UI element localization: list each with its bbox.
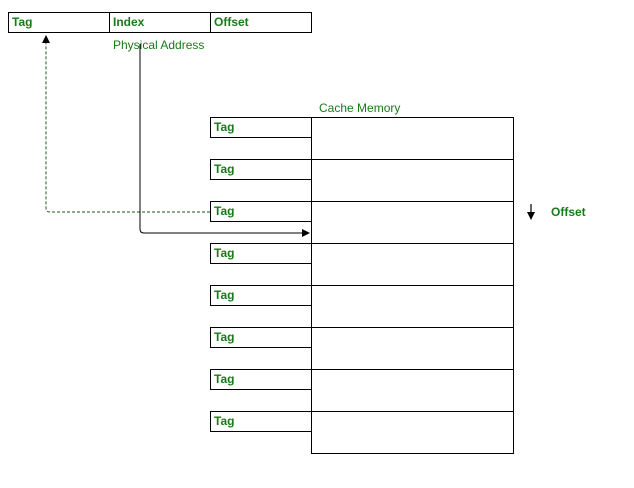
cache-line-data xyxy=(311,117,514,160)
cache-line-tag: Tag xyxy=(210,285,312,306)
cache-line-tag: Tag xyxy=(210,117,312,138)
cache-line-tag: Tag xyxy=(210,243,312,264)
cache-line-tag: Tag xyxy=(210,327,312,348)
tag-compare-dashed-line xyxy=(42,35,210,213)
cache-line-data xyxy=(311,201,514,244)
address-field-offset: Offset xyxy=(210,12,312,33)
index-pointer-line xyxy=(139,44,310,237)
cache-memory-title: Cache Memory xyxy=(319,101,401,115)
cache-line-tag: Tag xyxy=(210,159,312,180)
cache-line-tag: Tag xyxy=(210,369,312,390)
offset-label: Offset xyxy=(551,205,586,219)
cache-line-tag: Tag xyxy=(210,411,312,432)
cache-line-data xyxy=(311,411,514,454)
cache-line-tag: Tag xyxy=(210,201,312,222)
physical-address-caption: Physical Address xyxy=(113,38,205,52)
